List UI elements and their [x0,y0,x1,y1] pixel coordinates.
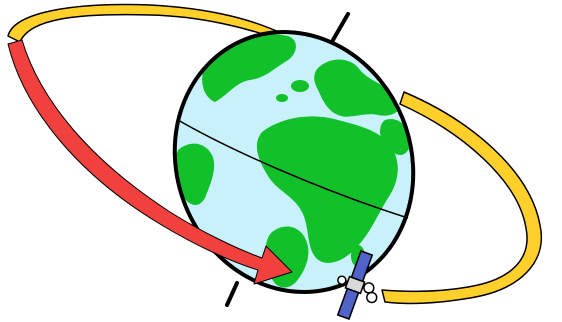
axis-top [333,14,348,40]
island-1 [291,80,309,92]
axis-bottom [227,283,237,305]
globe-icon [136,0,452,322]
island-2 [276,94,288,102]
solar-panel-bottom [338,289,359,319]
